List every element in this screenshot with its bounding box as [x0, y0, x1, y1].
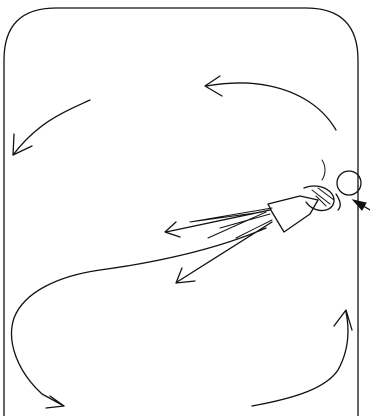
air-flow-arrow-bottom-left: [10, 227, 267, 409]
room-outline: [3, 7, 359, 416]
spray-arrow-upper: [164, 209, 271, 238]
spray-stream: [189, 207, 273, 239]
person-with-spray-nozzle-icon: [267, 159, 362, 233]
air-flow-arrow-top: [204, 75, 337, 131]
pointer-arrow-icon: [351, 199, 370, 211]
air-flow-arrow-bottom-right: [251, 309, 353, 407]
air-flow-arrow-top-left: [12, 99, 91, 156]
